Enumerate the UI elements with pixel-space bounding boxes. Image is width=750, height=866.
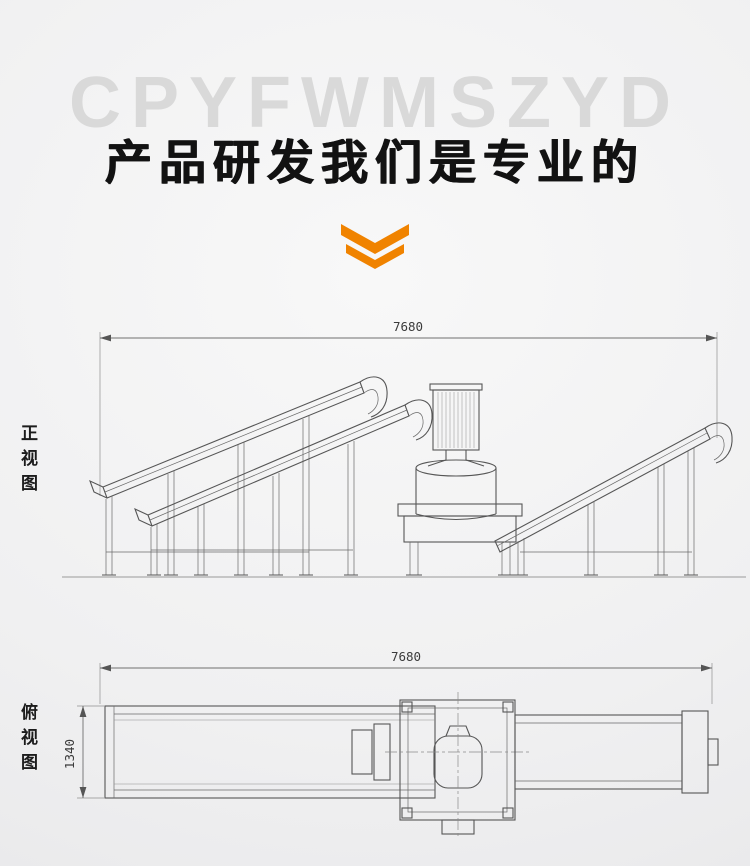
dim-arrow-bottom bbox=[79, 787, 87, 798]
conveyor-belt-line bbox=[496, 432, 708, 547]
transition-unit bbox=[351, 729, 373, 775]
intake-guard bbox=[134, 507, 153, 527]
front-width-dim-text: 7680 bbox=[393, 319, 423, 334]
platform-base bbox=[403, 515, 517, 543]
dim-arrow-top bbox=[79, 706, 87, 717]
discharge-chute bbox=[404, 399, 433, 441]
corner-pad bbox=[502, 701, 514, 713]
corner-pad bbox=[502, 807, 514, 819]
left-conveyor-top bbox=[104, 705, 436, 799]
discharge-chute bbox=[704, 422, 733, 464]
dim-arrow-left bbox=[100, 334, 111, 342]
support-legs bbox=[517, 448, 695, 575]
conveyor-frame bbox=[102, 381, 365, 499]
front-width-dimension: 7680 bbox=[99, 319, 718, 496]
front-view-label: 正视图 bbox=[18, 424, 37, 499]
conveyor-belt-line bbox=[149, 409, 408, 521]
conveyor-outline bbox=[514, 714, 683, 790]
top-view-label: 俯视图 bbox=[18, 703, 37, 778]
top-view-drawing: 7680 1340 bbox=[62, 650, 719, 838]
discharge-chute-inner bbox=[709, 435, 725, 461]
top-depth-dim-text: 1340 bbox=[62, 739, 77, 769]
watermark-text: CPYFWMSZYD bbox=[69, 63, 681, 143]
belt-inner-lines bbox=[114, 719, 435, 785]
discharge-chute-inner bbox=[363, 389, 379, 415]
dim-arrow-left bbox=[100, 664, 111, 672]
extension-lines bbox=[99, 663, 713, 704]
right-conveyor-top bbox=[514, 710, 719, 794]
platform-legs bbox=[409, 542, 511, 575]
belt-side-walls bbox=[515, 722, 682, 782]
hopper-top bbox=[445, 725, 471, 737]
machine-ribs bbox=[437, 392, 475, 448]
corner-pad bbox=[401, 701, 413, 713]
section-title: 产品研发我们是专业的 bbox=[105, 136, 645, 189]
support-legs bbox=[105, 416, 310, 575]
extension-lines bbox=[99, 332, 718, 496]
machine-outline bbox=[399, 699, 516, 821]
dim-arrow-right bbox=[701, 664, 712, 672]
dim-arrow-right bbox=[706, 334, 717, 342]
corner-pad bbox=[401, 807, 413, 819]
discharge-chute-inner bbox=[408, 412, 424, 438]
machine-inner-frame bbox=[407, 707, 508, 813]
centerlines bbox=[385, 692, 530, 838]
right-conveyor-front bbox=[494, 422, 733, 576]
chevron-top-shape bbox=[341, 224, 409, 254]
double-chevron-down-icon bbox=[341, 224, 409, 269]
left-conveyor-front bbox=[89, 376, 388, 576]
second-conveyor-front bbox=[134, 399, 433, 576]
chevron-bottom-shape bbox=[346, 244, 404, 269]
front-view-drawing: 7680 bbox=[62, 319, 746, 578]
top-width-dim-text: 7680 bbox=[391, 650, 421, 664]
top-depth-dimension: 1340 bbox=[62, 705, 104, 799]
discharge-chute bbox=[359, 376, 388, 418]
top-width-dimension: 7680 bbox=[99, 650, 713, 704]
end-protrusion bbox=[707, 738, 719, 766]
machine-cap bbox=[429, 383, 483, 391]
machine-ribbed-body bbox=[432, 389, 480, 451]
tank-rim bbox=[415, 459, 497, 477]
center-machine-front bbox=[397, 383, 523, 576]
conveyor-frame bbox=[494, 427, 711, 553]
machine-funnel bbox=[427, 450, 485, 467]
support-legs bbox=[150, 441, 355, 575]
conveyor-belt-line bbox=[104, 386, 363, 493]
end-drive-box bbox=[681, 710, 709, 794]
intake-guard bbox=[89, 479, 108, 499]
belt-side-walls bbox=[114, 713, 435, 791]
extension-lines bbox=[77, 705, 104, 799]
